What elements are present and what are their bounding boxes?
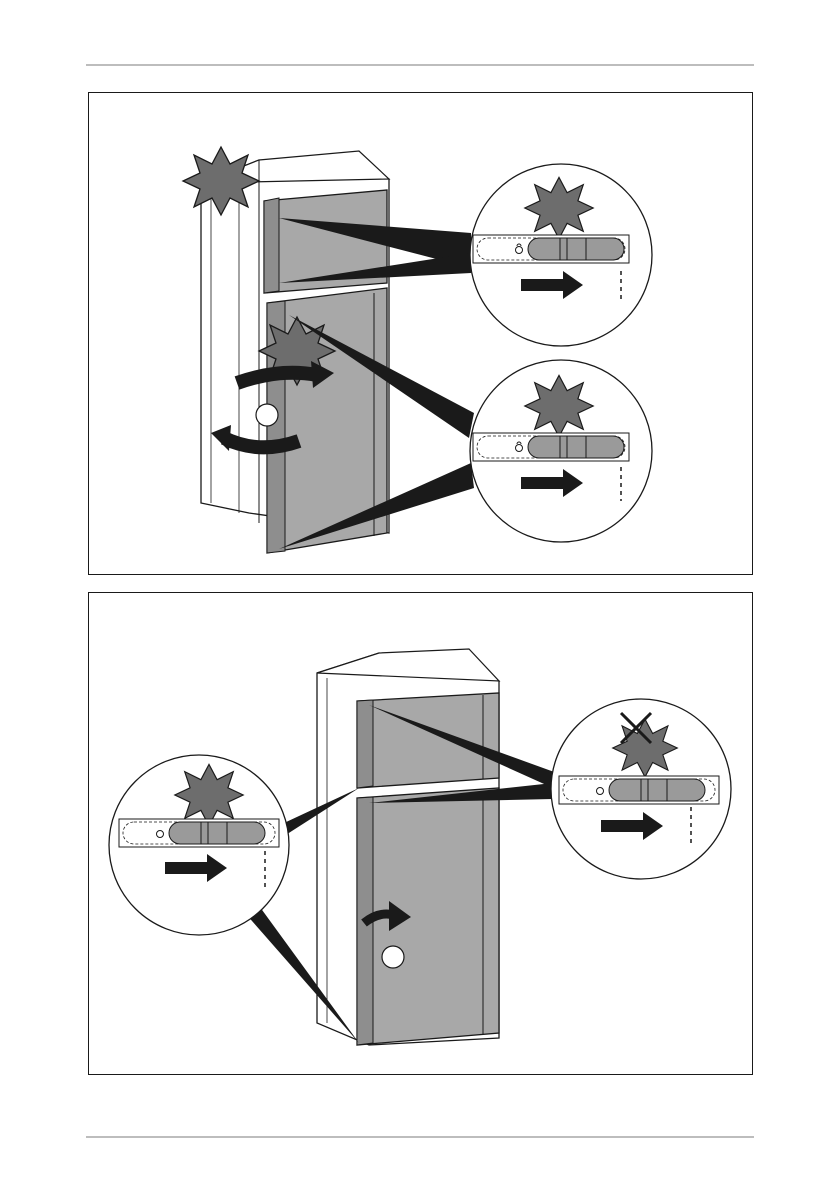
burst-icon bbox=[175, 764, 243, 825]
detail-circle-lower bbox=[470, 360, 652, 542]
step-marker bbox=[382, 946, 404, 968]
step-marker bbox=[256, 404, 278, 426]
header-rule bbox=[86, 64, 754, 66]
lock-slider-icon bbox=[559, 776, 719, 804]
lock-slider-icon bbox=[119, 819, 279, 847]
figure-1-illustration bbox=[89, 93, 752, 574]
burst-icon bbox=[525, 177, 593, 238]
figure-2-illustration bbox=[89, 593, 752, 1074]
upper-door bbox=[357, 693, 499, 788]
detail-circle-left bbox=[109, 755, 289, 935]
detail-circle-right bbox=[551, 699, 731, 879]
footer-rule bbox=[86, 1136, 754, 1138]
figure-panel-2 bbox=[88, 592, 753, 1075]
lock-slider-icon bbox=[473, 235, 629, 263]
figure-panel-1 bbox=[88, 92, 753, 575]
burst-icon bbox=[613, 719, 678, 777]
burst-icon bbox=[525, 375, 593, 436]
detail-circle-upper bbox=[470, 164, 652, 346]
burst-icon bbox=[183, 147, 259, 215]
lock-slider-icon bbox=[473, 433, 629, 461]
